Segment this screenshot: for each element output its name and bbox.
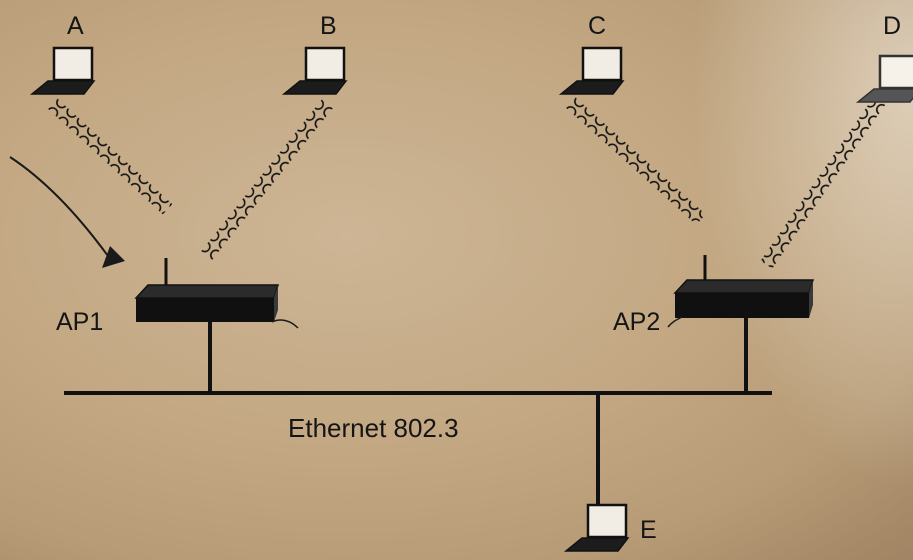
node-label-c: C — [588, 12, 607, 40]
ap1-label: AP1 — [56, 308, 104, 336]
laptop-icon — [855, 54, 913, 103]
ethernet-label: Ethernet 802.3 — [288, 413, 459, 443]
wireless-link-a-ap1 — [47, 97, 173, 215]
wireless-link-c-ap2 — [565, 96, 706, 225]
node-label-a: A — [67, 12, 84, 40]
laptop-icon — [558, 46, 625, 95]
pen-mark — [667, 316, 683, 328]
ap2-label: AP2 — [613, 308, 661, 336]
node-label-d: D — [883, 12, 902, 40]
laptop-icon — [281, 46, 348, 95]
wireless-link-d-ap2 — [760, 96, 886, 269]
pen-mark — [271, 319, 299, 329]
laptop-icon — [563, 503, 630, 552]
node-label-b: B — [320, 12, 337, 40]
laptop-icon — [29, 46, 96, 95]
access-point-icon — [134, 258, 280, 322]
annotation-arrow — [9, 156, 125, 268]
node-label-e: E — [640, 516, 657, 544]
access-point-icon — [673, 255, 815, 318]
wireless-link-b-ap1 — [201, 98, 334, 260]
